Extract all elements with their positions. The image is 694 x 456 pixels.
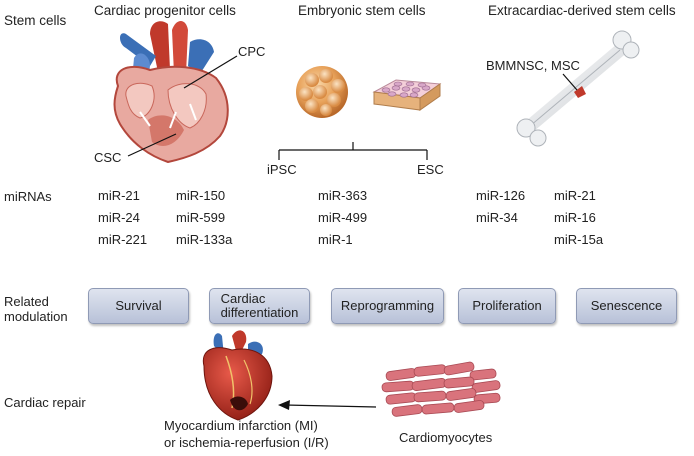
cross-section-heart-illustration: [113, 21, 229, 164]
mirna-cpc-3: miR-221: [98, 232, 148, 247]
infarcted-heart-illustration: [202, 330, 273, 421]
mirna-cpc-4: miR-150: [176, 188, 226, 203]
cardiomyocytes-illustration: [381, 361, 501, 417]
row-label-cardiac-repair: Cardiac repair: [4, 395, 86, 410]
modulation-proliferation-label: Proliferation: [472, 298, 542, 313]
modulation-senescence-label: Senescence: [590, 298, 663, 313]
csc-pointer-line: [127, 133, 177, 157]
label-myocardium-infarction: Myocardium infarction (MI): [164, 418, 318, 433]
label-cardiomyocytes: Cardiomyocytes: [399, 430, 493, 445]
cpc-pointer-line: [183, 55, 238, 89]
mirna-extra-4: miR-16: [554, 210, 596, 225]
label-cpc: CPC: [238, 44, 266, 59]
mirna-cpc-2: miR-24: [98, 210, 140, 225]
branch-connector: [278, 142, 428, 160]
modulation-differentiation-label-2: differentiation: [220, 305, 299, 320]
label-esc: ESC: [417, 162, 444, 177]
label-ischemia-reperfusion: or ischemia-reperfusion (I/R): [164, 435, 329, 450]
modulation-differentiation-label-1: Cardiac: [220, 291, 266, 306]
mirna-extra-3: miR-21: [554, 188, 596, 203]
mirna-extra-2: miR-34: [476, 210, 518, 225]
row-label-modulation: modulation: [4, 309, 68, 324]
mirna-extra-5: miR-15a: [554, 232, 604, 247]
column-title-extracardiac: Extracardiac-derived stem cells: [488, 3, 676, 18]
mirna-esc-3: miR-1: [318, 232, 353, 247]
mirna-cpc-1: miR-21: [98, 188, 140, 203]
modulation-box-cardiac-differentiation: Cardiac differentiation: [209, 288, 310, 324]
bmmnsc-pointer-line: [562, 73, 578, 91]
mirna-extra-1: miR-126: [476, 188, 526, 203]
modulation-box-survival: Survival: [88, 288, 189, 324]
column-title-embryonic: Embryonic stem cells: [298, 3, 426, 18]
modulation-box-reprogramming: Reprogramming: [331, 288, 444, 324]
mirna-cpc-6: miR-133a: [176, 232, 233, 247]
label-bmmnsc-msc: BMMNSC, MSC: [486, 58, 580, 73]
mirna-esc-1: miR-363: [318, 188, 368, 203]
row-label-related: Related: [4, 294, 49, 309]
modulation-survival-label: Survival: [115, 298, 162, 313]
mirna-esc-2: miR-499: [318, 210, 368, 225]
label-ipsc: iPSC: [267, 162, 297, 177]
mirna-cpc-5: miR-599: [176, 210, 226, 225]
modulation-box-senescence: Senescence: [576, 288, 677, 324]
cell-culture-layer-illustration: [372, 79, 442, 111]
embryo-illustration: [296, 66, 348, 118]
repair-arrow: [278, 400, 377, 410]
bone-illustration: [516, 30, 640, 147]
row-label-stem-cells: Stem cells: [4, 13, 67, 28]
modulation-box-proliferation: Proliferation: [458, 288, 556, 324]
label-csc: CSC: [94, 150, 122, 165]
modulation-reprogramming-label: Reprogramming: [340, 298, 435, 313]
row-label-mirnas: miRNAs: [4, 189, 52, 204]
column-title-cardiac-progenitor: Cardiac progenitor cells: [94, 3, 236, 18]
